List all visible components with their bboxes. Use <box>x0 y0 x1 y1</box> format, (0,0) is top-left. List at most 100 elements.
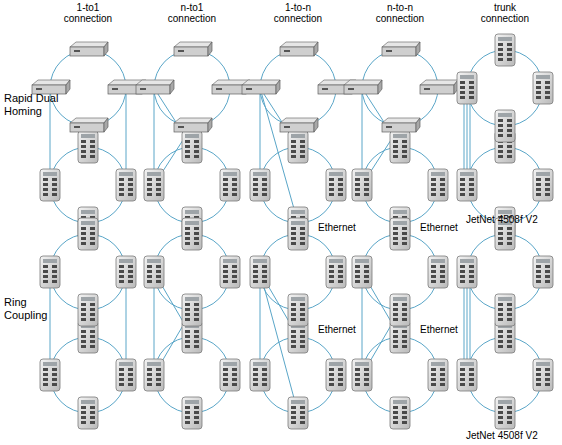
device-side <box>104 118 108 132</box>
switch-port <box>232 193 237 196</box>
switch-port <box>507 318 512 321</box>
device-icon <box>136 80 174 94</box>
switch-body <box>457 359 477 391</box>
switch-port <box>545 91 550 94</box>
switch-port <box>498 406 503 409</box>
switch-port <box>300 237 305 240</box>
switch-port <box>128 270 133 273</box>
switch-body <box>40 256 60 288</box>
switch-port <box>291 335 296 338</box>
switch-port <box>469 96 474 99</box>
switch-port <box>43 183 48 186</box>
switch-port <box>545 81 550 84</box>
switch-port <box>536 368 541 371</box>
switch-port <box>119 178 124 181</box>
switch-port <box>402 340 407 343</box>
switch-port <box>545 368 550 371</box>
switch-label-strip <box>291 400 305 404</box>
switch-port <box>507 303 512 306</box>
switch-icon <box>457 169 477 201</box>
switch-port <box>498 313 503 316</box>
switch-port <box>119 368 124 371</box>
switch-port <box>119 373 124 376</box>
icon-layer <box>32 34 553 429</box>
switch-port <box>507 421 512 424</box>
switch-label-strip <box>119 362 133 366</box>
switch-port <box>300 155 305 158</box>
switch-port <box>536 178 541 181</box>
switch-port <box>119 383 124 386</box>
coupling-line <box>260 272 298 413</box>
switch-port <box>460 91 465 94</box>
switch-port <box>232 265 237 268</box>
switch-port <box>90 330 95 333</box>
switch-port <box>185 242 190 245</box>
device-side <box>170 80 174 94</box>
switch-body <box>78 131 98 163</box>
switch-port <box>81 237 86 240</box>
switch-label-strip <box>43 172 57 176</box>
switch-label-strip <box>291 210 305 214</box>
switch-port <box>147 373 152 376</box>
device-icon <box>280 42 318 56</box>
switch-port <box>194 416 199 419</box>
switch-port <box>81 335 86 338</box>
device-top <box>280 42 318 47</box>
switch-port <box>223 193 228 196</box>
switch-port <box>52 378 57 381</box>
device-front <box>70 123 104 132</box>
switch-port <box>291 237 296 240</box>
switch-port <box>232 383 237 386</box>
switch-port <box>498 340 503 343</box>
switch-icon <box>182 131 202 163</box>
switch-port <box>507 237 512 240</box>
switch-label-strip <box>355 259 369 263</box>
switch-icon <box>457 256 477 288</box>
switch-port <box>469 86 474 89</box>
switch-port <box>393 406 398 409</box>
switch-icon <box>116 359 136 391</box>
switch-icon <box>288 397 308 429</box>
switch-port <box>469 383 474 386</box>
switch-body <box>457 72 477 104</box>
switch-port <box>90 340 95 343</box>
switch-label-strip <box>393 221 407 225</box>
switch-port <box>431 373 436 376</box>
switch-port <box>43 188 48 191</box>
switch-port <box>498 318 503 321</box>
switch-port <box>393 313 398 316</box>
switch-port <box>498 237 503 240</box>
switch-port <box>355 368 360 371</box>
switch-port <box>364 383 369 386</box>
switch-body <box>182 218 202 250</box>
device-front <box>174 47 208 56</box>
row-heading: Ring Coupling <box>4 296 60 322</box>
device-front <box>70 47 104 56</box>
switch-port <box>147 193 152 196</box>
switch-port <box>364 270 369 273</box>
switch-port <box>253 178 258 181</box>
switch-port <box>128 373 133 376</box>
switch-port <box>507 242 512 245</box>
switch-body <box>144 256 164 288</box>
device-icon <box>280 118 318 132</box>
switch-body <box>326 359 346 391</box>
switch-port <box>469 81 474 84</box>
switch-port <box>402 330 407 333</box>
switch-port <box>507 119 512 122</box>
switch-port <box>81 411 86 414</box>
switch-port <box>300 421 305 424</box>
column-heading: 1-to1 connection <box>53 2 123 24</box>
switch-icon <box>390 131 410 163</box>
switch-port <box>545 275 550 278</box>
switch-port <box>498 53 503 56</box>
switch-icon <box>533 256 553 288</box>
switch-icon <box>144 256 164 288</box>
switch-port <box>460 378 465 381</box>
switch-icon <box>533 359 553 391</box>
switch-port <box>90 145 95 148</box>
switch-port <box>194 340 199 343</box>
switch-port <box>338 188 343 191</box>
switch-port <box>402 308 407 311</box>
device-side <box>314 42 318 56</box>
